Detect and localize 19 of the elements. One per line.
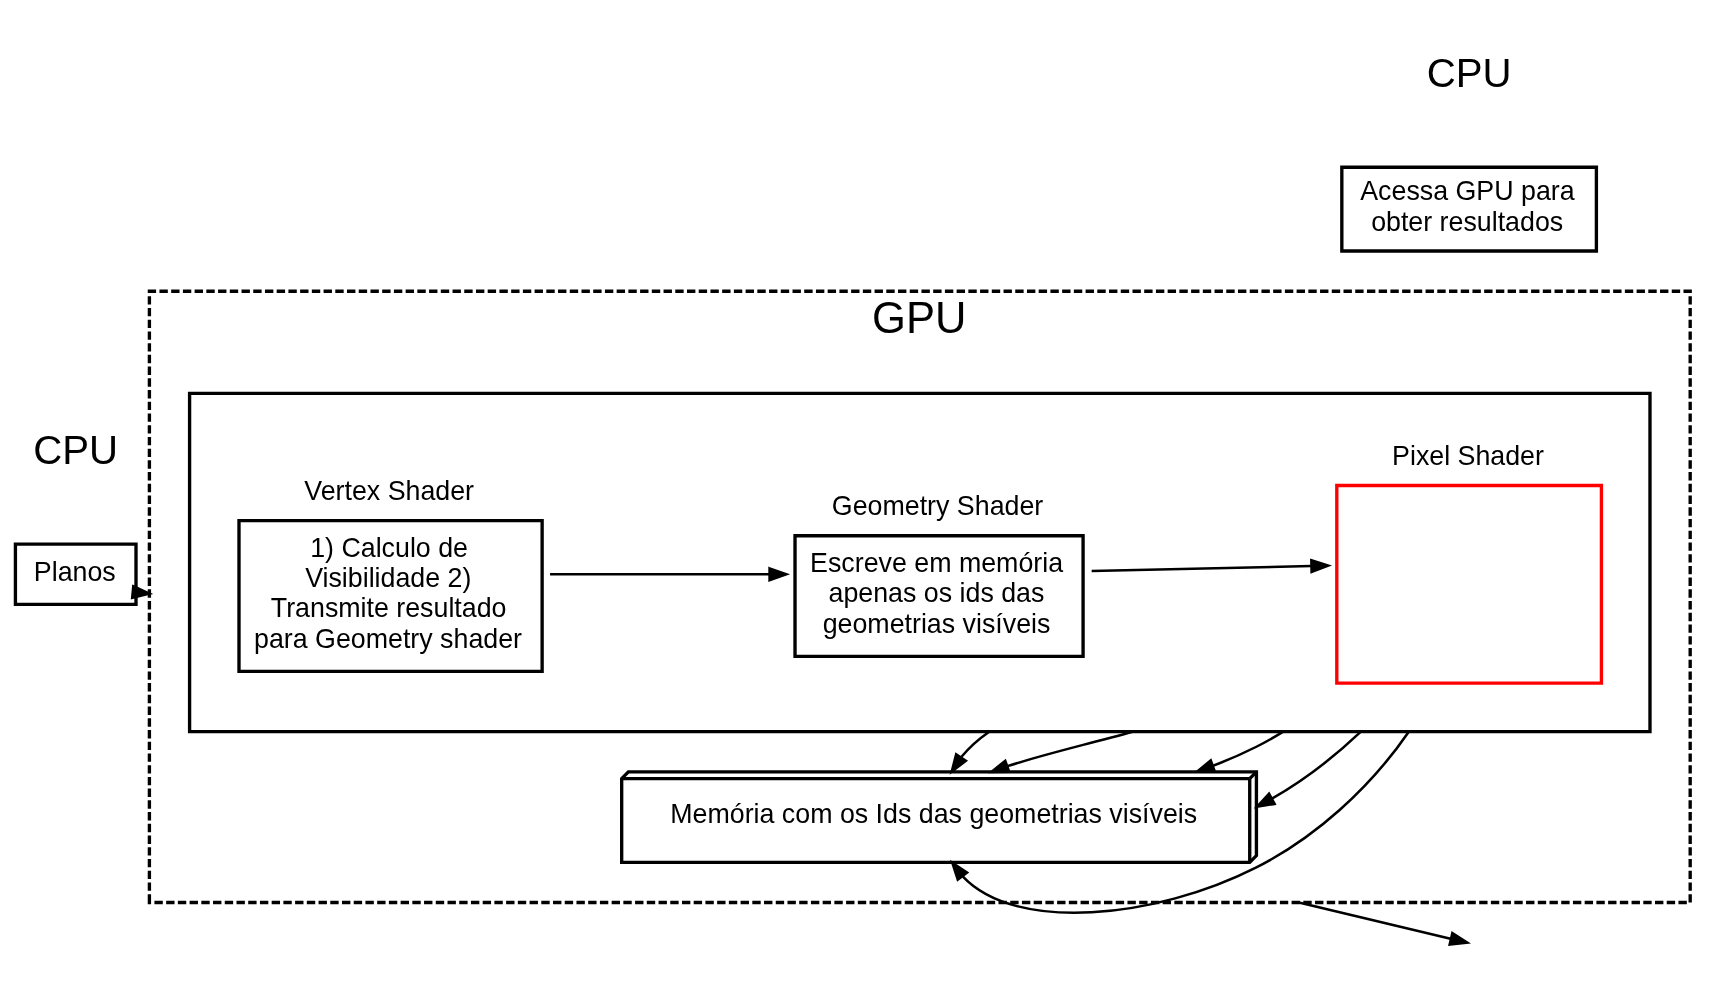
arrow <box>949 730 990 775</box>
node-box: Acessa GPU para obter resultados <box>1340 165 1599 253</box>
arrow <box>1298 901 1471 946</box>
node-label: Vertex Shader <box>304 476 475 507</box>
node-box <box>1335 483 1604 685</box>
arrow <box>550 566 791 582</box>
arrow <box>1253 730 1362 809</box>
arrow <box>950 730 1410 914</box>
label: CPU <box>33 428 119 474</box>
arrow <box>1091 558 1333 574</box>
cluster <box>187 391 1652 734</box>
arrow <box>987 730 1133 774</box>
node-label: Pixel Shader <box>1392 441 1544 472</box>
node-box: 1) Calculo de Visibilidade 2) Transmite resultado para Geometry shader <box>237 519 544 674</box>
node-label: Geometry Shader <box>831 491 1044 522</box>
label: CPU <box>1426 51 1512 97</box>
node-box: Escreve em memória apenas os ids das geometrias visíveis <box>793 534 1085 658</box>
arrow <box>1193 730 1284 773</box>
arrow <box>130 584 154 600</box>
